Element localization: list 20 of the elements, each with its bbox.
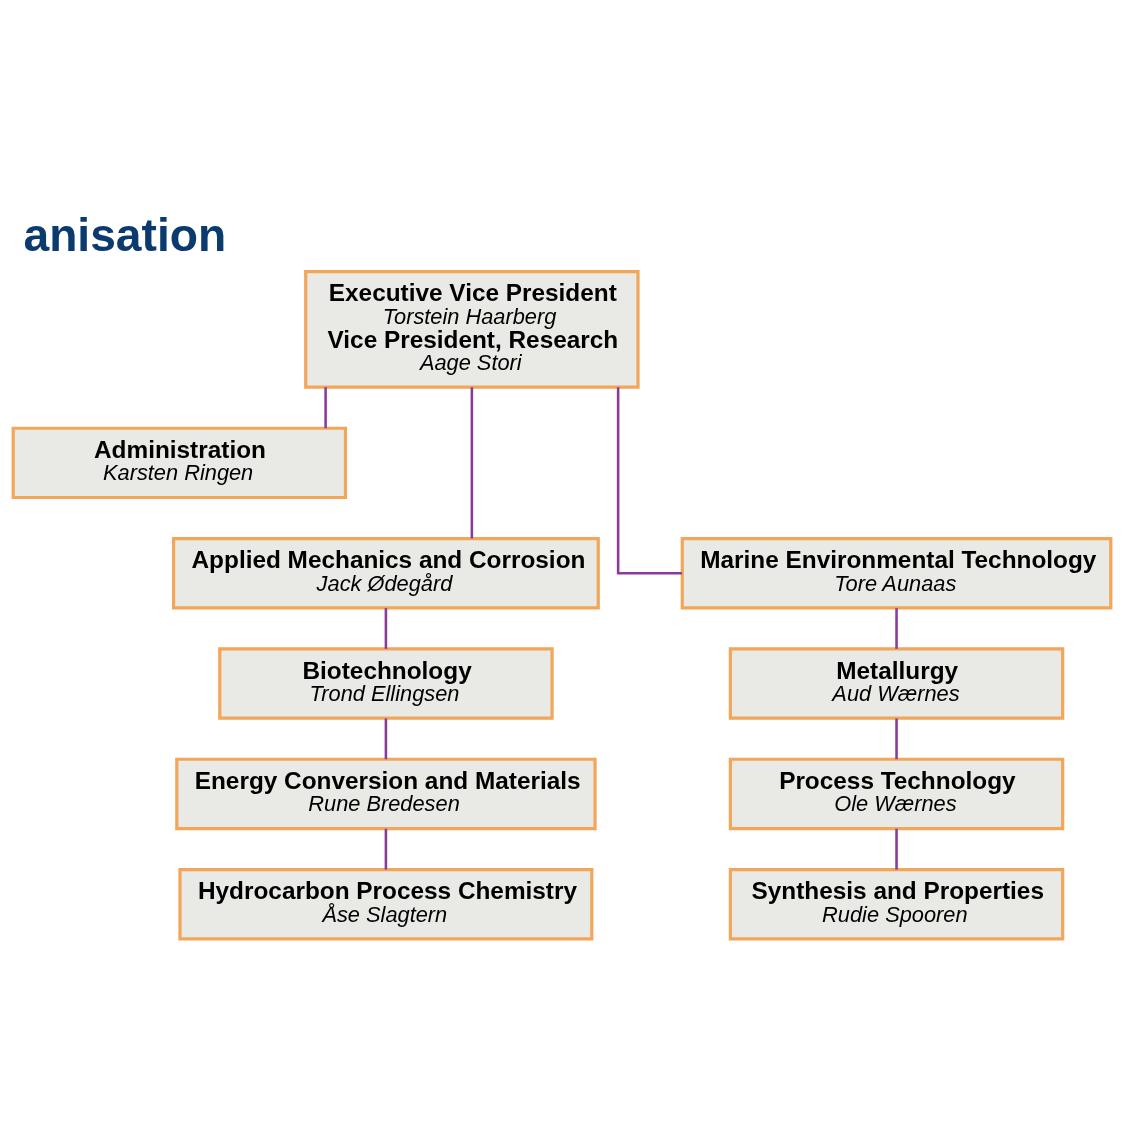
node-box: Executive Vice President Torstein Haarberg Vice President, Research Aage Stori — [304, 269, 640, 389]
connector — [895, 828, 898, 870]
node-box: Marine Environmental Technology Tore Aunaas — [680, 536, 1113, 609]
connector — [895, 717, 898, 759]
node-box: Applied Mechanics and Corrosion Jack Ødegård — [171, 536, 600, 609]
connector — [616, 386, 682, 574]
connector — [384, 717, 388, 759]
connector — [384, 828, 388, 870]
node-box: Hydrocarbon Process Chemistry Åse Slagtern — [178, 867, 594, 940]
connector — [470, 386, 474, 538]
connector — [895, 607, 898, 649]
node-box: Energy Conversion and Materials Rune Bredesen — [175, 757, 597, 830]
node-box: Administration Karsten Ringen — [11, 426, 348, 499]
node-box: Synthesis and Properties Rudie Spooren — [728, 867, 1065, 940]
connector — [324, 386, 327, 428]
diagram-title: anisation — [23, 208, 227, 261]
node-box: Metallurgy Aud Wærnes — [728, 646, 1065, 720]
node-box: Biotechnology Trond Ellingsen — [218, 646, 554, 720]
node-box: Process Technology Ole Wærnes — [728, 757, 1065, 830]
connector — [384, 607, 388, 649]
